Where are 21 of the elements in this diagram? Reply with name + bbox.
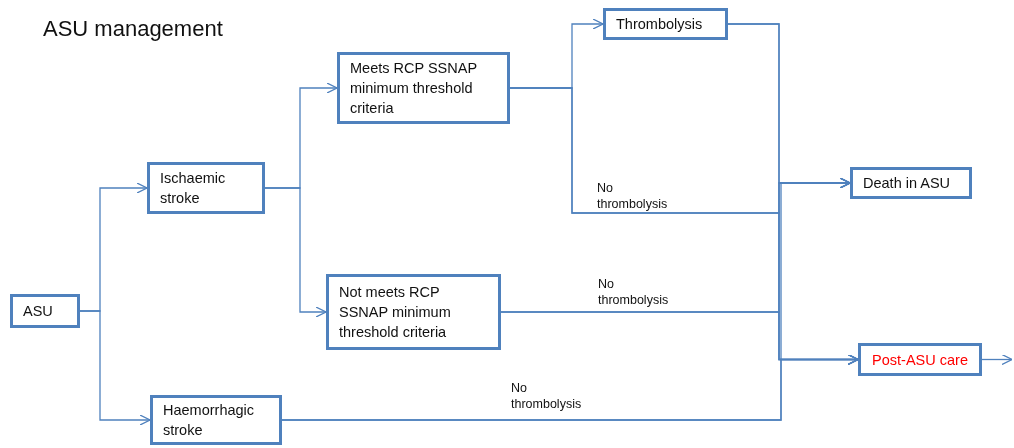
- box-label: Thrombolysis: [616, 15, 703, 34]
- box-label: Haemorrhagic stroke: [163, 401, 256, 440]
- box-label: ASU: [23, 302, 53, 321]
- process-box: [858, 343, 982, 376]
- box-label: Not meets RCP SSNAP minimum threshold criteria: [339, 283, 452, 342]
- box-label: Post-ASU care: [872, 350, 968, 370]
- box-label: Meets RCP SSNAP minimum threshold criteria: [350, 59, 478, 118]
- box-label: Ischaemic stroke: [160, 169, 227, 208]
- process-box: [326, 274, 501, 350]
- connector-arrow: [264, 187, 327, 318]
- process-box: [147, 162, 265, 214]
- connector-arrow: [79, 310, 151, 426]
- diagram-title: ASU management: [43, 16, 223, 42]
- process-box: [850, 167, 972, 199]
- process-box: [337, 52, 510, 124]
- process-box: [150, 395, 282, 445]
- connector-arrow: [981, 353, 1013, 366]
- connector-arrow: [281, 353, 859, 421]
- process-box: [603, 8, 728, 40]
- box-label: Death in ASU: [863, 174, 951, 193]
- process-box: [10, 294, 80, 328]
